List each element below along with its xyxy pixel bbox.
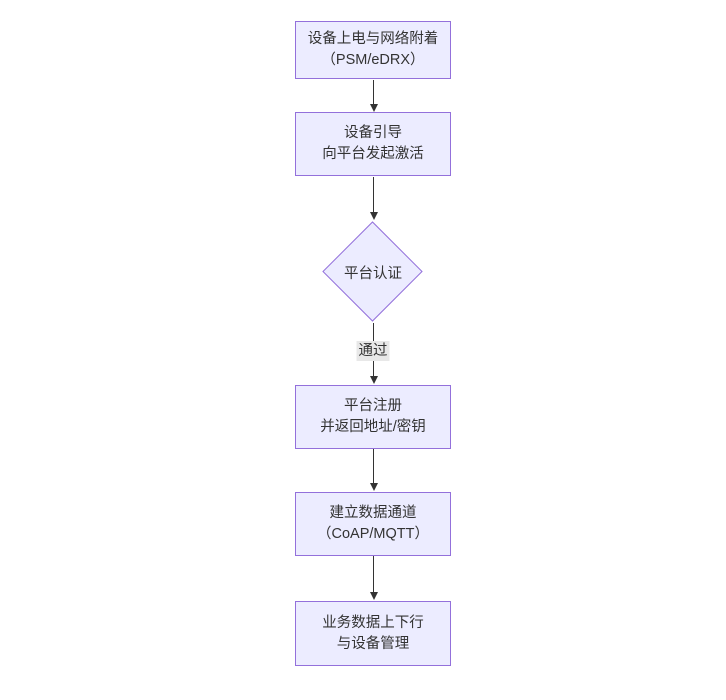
node-label-line: 业务数据上下行 — [322, 614, 424, 631]
node-data-channel: 建立数据通道 （CoAP/MQTT） — [295, 492, 451, 556]
node-label-line: 建立数据通道 — [329, 505, 417, 521]
node-label-line: （CoAP/MQTT） — [317, 526, 429, 542]
arrow-n4-n5 — [369, 449, 378, 491]
arrowhead-down-icon — [369, 376, 378, 384]
arrow-line — [373, 80, 374, 104]
node-platform-auth-decision: 平台认证 — [322, 221, 423, 323]
arrow-line — [373, 556, 374, 592]
node-platform-register: 平台注册 并返回地址/密钥 — [295, 385, 451, 449]
node-label-line: 平台认证 — [344, 265, 402, 282]
node-label-line: 平台注册 — [344, 398, 402, 414]
arrow-n1-n2 — [369, 80, 378, 112]
arrow-n5-n6 — [369, 556, 378, 600]
arrow-line — [373, 449, 374, 483]
arrowhead-down-icon — [369, 104, 378, 112]
node-label-line: 向平台发起激活 — [322, 146, 424, 162]
node-label-line: （PSM/eDRX） — [321, 52, 425, 68]
node-label-line: 并返回地址/密钥 — [320, 419, 426, 435]
arrow-n2-n3 — [369, 177, 378, 220]
arrow-line — [373, 177, 374, 212]
arrowhead-down-icon — [369, 212, 378, 220]
edge-label-pass: 通过 — [356, 341, 390, 361]
arrowhead-down-icon — [369, 483, 378, 491]
arrowhead-down-icon — [369, 592, 378, 600]
node-device-power-network-attach: 设备上电与网络附着 （PSM/eDRX） — [295, 21, 451, 79]
node-label-line: 设备引导 — [344, 125, 402, 141]
node-label-line: 与设备管理 — [336, 635, 410, 652]
node-device-bootstrap-activate: 设备引导 向平台发起激活 — [295, 112, 451, 176]
node-business-data-device-mgmt: 业务数据上下行 与设备管理 — [295, 601, 451, 666]
node-label-line: 设备上电与网络附着 — [307, 31, 439, 47]
